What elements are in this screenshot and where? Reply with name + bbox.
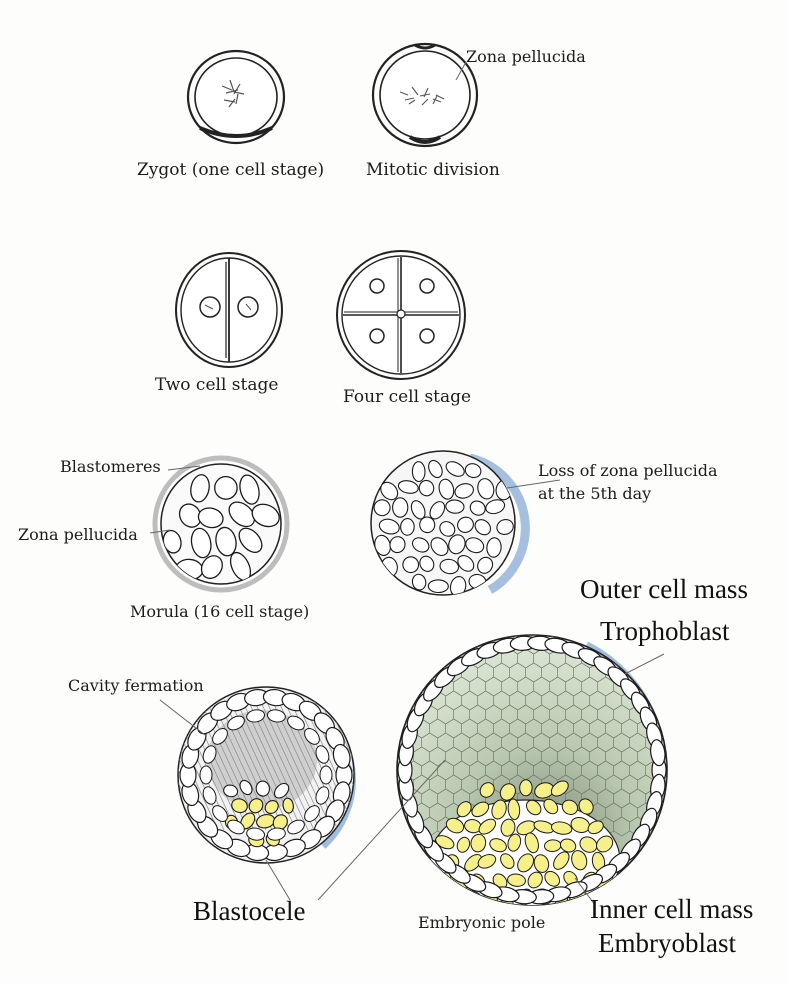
inner-cell-mass-cell	[551, 926, 573, 945]
trophoblast-cell	[200, 766, 212, 784]
morula-figure	[155, 458, 287, 590]
label-zona-pellucida-top: Zona pellucida	[466, 47, 586, 66]
cytoplasm-net-cell	[422, 649, 438, 668]
cavity-hatch-line	[122, 700, 182, 830]
inner-cell-mass-cell	[520, 780, 533, 796]
label-embryoblast: Embryoblast	[598, 928, 736, 958]
label-blastomeres: Blastomeres	[60, 457, 161, 476]
label-loss-of-zona-2: at the 5th day	[538, 484, 651, 503]
label-mitotic-division: Mitotic division	[366, 160, 500, 180]
cavity-hatch-line	[104, 700, 164, 830]
two-cell-figure	[176, 253, 282, 367]
label-zona-pellucida-morula: Zona pellucida	[18, 525, 138, 544]
label-blastocele: Blastocele	[193, 896, 305, 926]
cytoplasm-net-cell	[662, 677, 678, 696]
cytoplasm-net-cell	[670, 775, 686, 794]
cavity-hatch-line	[110, 700, 170, 830]
inner-cell-mass-cell	[442, 884, 465, 908]
cytoplasm-net-cell	[406, 649, 422, 668]
cytoplasm-net-cell	[414, 663, 430, 682]
trophoblast-cell	[320, 766, 332, 784]
label-two-cell-stage: Two cell stage	[155, 375, 278, 395]
cytoplasm-net-cell	[654, 663, 670, 682]
cytoplasm-net-cell	[430, 635, 446, 654]
blastomere-cell	[393, 498, 408, 517]
cytoplasm-net-cell	[446, 635, 462, 654]
inner-cell-mass-cell	[556, 905, 580, 927]
blastomere-cell	[400, 518, 414, 535]
cavity-hatch-line	[92, 700, 152, 830]
label-four-cell-stage: Four cell stage	[343, 387, 471, 407]
four-cell-figure	[337, 251, 465, 379]
label-zygote: Zygot (one cell stage)	[137, 160, 324, 180]
mitotic-division-figure	[373, 44, 477, 146]
cavity-hatch-line	[86, 700, 146, 830]
blastomere-cell	[412, 462, 425, 482]
cytoplasm-net-cell	[670, 747, 686, 766]
label-cavity-formation: Cavity fermation	[68, 676, 204, 695]
cytoplasm-net-cell	[414, 635, 430, 654]
cytoplasm-net-cell	[662, 817, 678, 836]
cytoplasm-net-cell	[670, 663, 686, 682]
cytoplasm-net-cell	[670, 719, 686, 738]
zygote-figure	[188, 51, 284, 143]
label-inner-cell-mass: Inner cell mass	[590, 894, 753, 924]
cavity-hatch-line	[116, 700, 176, 830]
loss-of-zona-figure	[371, 451, 525, 598]
cytoplasm-net-cell	[670, 691, 686, 710]
cytoplasm-net-cell	[654, 691, 670, 710]
cytoplasm-net-cell	[406, 677, 422, 696]
cavity-formation-figure	[80, 687, 398, 863]
blastomere-cell	[428, 580, 448, 593]
label-trophoblast: Trophoblast	[600, 616, 730, 646]
label-embryonic-pole: Embryonic pole	[418, 913, 545, 932]
cavity-hatch-line	[80, 700, 140, 830]
cytoplasm-net-cell	[646, 677, 662, 696]
label-loss-of-zona-1: Loss of zona pellucida	[538, 461, 718, 480]
label-outer-cell-mass: Outer cell mass	[580, 574, 748, 604]
cavity-hatch-line	[98, 700, 158, 830]
cytoplasm-net-cell	[662, 705, 678, 724]
cytoplasm-net-cell	[646, 649, 662, 668]
cytoplasm-net-cell	[662, 649, 678, 668]
label-morula: Morula (16 cell stage)	[130, 602, 309, 621]
cytoplasm-net-cell	[670, 803, 686, 822]
